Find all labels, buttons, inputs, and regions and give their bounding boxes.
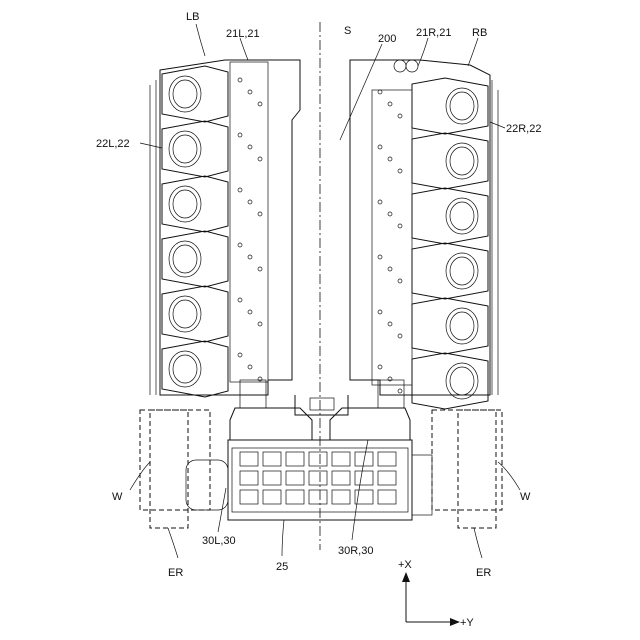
- axis-arrows: [402, 572, 460, 626]
- cylinder-left: [162, 121, 262, 177]
- label-plus-y: +Y: [460, 617, 474, 629]
- label-22l: 22L,22: [96, 138, 130, 150]
- grid-cell: [286, 490, 304, 504]
- exhaust-pipe-30R: [330, 408, 410, 440]
- exhaust-pipe-30L: [230, 408, 312, 440]
- grid-cell: [378, 452, 396, 466]
- cylinder-right: [378, 188, 488, 244]
- cylinder-right: [378, 78, 488, 134]
- grid-cell: [332, 471, 350, 485]
- region-w-right: [432, 410, 502, 510]
- left-cylinders: [162, 66, 262, 397]
- cylinder-right: [378, 353, 488, 409]
- label-er-left: ER: [168, 567, 183, 579]
- label-25: 25: [276, 561, 288, 573]
- grid-cell: [240, 452, 258, 466]
- grid-cell: [309, 490, 327, 504]
- grid-cell: [286, 452, 304, 466]
- label-w-left: W: [112, 491, 123, 503]
- grid-cell: [309, 471, 327, 485]
- grid-cell: [378, 471, 396, 485]
- grid-cell: [332, 452, 350, 466]
- grid-cell: [286, 471, 304, 485]
- label-30l: 30L,30: [202, 535, 236, 547]
- grid-cell: [263, 490, 281, 504]
- rear-plate-window: [310, 398, 334, 410]
- label-200: 200: [378, 33, 396, 45]
- cylinder-left: [162, 176, 262, 232]
- right-bank: [350, 60, 498, 408]
- label-30r: 30R,30: [338, 545, 373, 557]
- grid-cell: [332, 490, 350, 504]
- unit-25: [186, 440, 432, 520]
- cylinder-right: [378, 133, 488, 189]
- label-22r: 22R,22: [506, 123, 541, 135]
- label-rb: RB: [472, 27, 487, 39]
- grid-cell: [263, 471, 281, 485]
- label-er-right: ER: [476, 567, 491, 579]
- grid-cell: [240, 490, 258, 504]
- cylinder-left: [162, 341, 262, 397]
- label-21l: 21L,21: [226, 28, 260, 40]
- label-plus-x: +X: [398, 559, 412, 571]
- cylinder-left: [162, 286, 262, 342]
- grid-cell: [263, 452, 281, 466]
- cylinder-right: [378, 243, 488, 299]
- grid-cell: [309, 452, 327, 466]
- cylinder-right: [378, 298, 488, 354]
- label-21r: 21R,21: [416, 27, 451, 39]
- grid-cell: [355, 471, 373, 485]
- left-bank: [150, 60, 300, 408]
- grid-cell: [378, 490, 396, 504]
- grid-cell: [240, 471, 258, 485]
- label-s: S: [344, 25, 351, 37]
- cylinder-left: [162, 66, 262, 122]
- label-lb: LB: [186, 11, 199, 23]
- right-cylinders: [378, 78, 488, 409]
- cylinder-left: [162, 231, 262, 287]
- label-w-right: W: [520, 491, 531, 503]
